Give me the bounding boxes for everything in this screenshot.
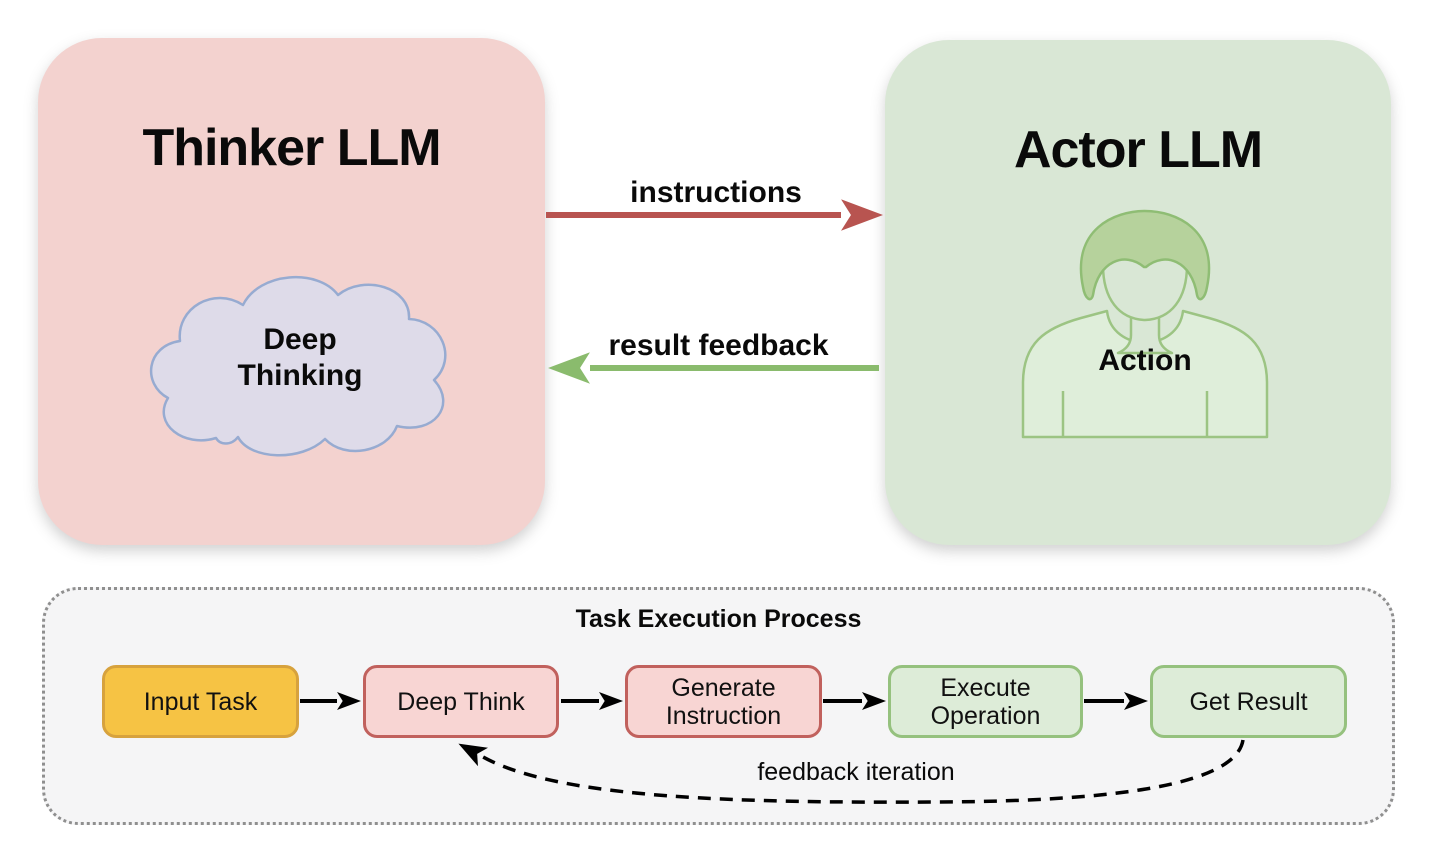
actor-llm-title: Actor LLM xyxy=(1013,121,1263,179)
deep-thinking-line1: Deep xyxy=(263,323,337,356)
feedback-iteration-label: feedback iteration xyxy=(757,758,955,786)
deep-thinking-label: Deep Thinking xyxy=(140,322,460,394)
action-label: Action xyxy=(1098,344,1192,377)
person-icon xyxy=(1021,209,1269,439)
instructions-arrow-label: instructions xyxy=(630,176,802,209)
person-arm-seams xyxy=(1061,391,1209,436)
thinker-llm-title: Thinker LLM xyxy=(142,119,441,177)
step-get-result: Get Result xyxy=(1150,665,1347,738)
step-deep-think: Deep Think xyxy=(363,665,559,738)
step-generate-instruction-label: Generate Instruction xyxy=(665,673,782,730)
actor-llm-box: Actor LLM Action xyxy=(885,40,1391,545)
thinker-llm-box: Thinker LLM Deep Thinking xyxy=(38,38,545,545)
task-execution-title: Task Execution Process xyxy=(575,605,862,633)
result-feedback-arrow-label: result feedback xyxy=(608,329,829,362)
person-hair-shape xyxy=(1079,209,1211,301)
step-execute-operation-label: Execute Operation xyxy=(930,673,1041,730)
thought-cloud-icon xyxy=(149,276,447,457)
step-execute-operation: Execute Operation xyxy=(888,665,1083,738)
deep-thinking-line2: Thinking xyxy=(237,359,363,392)
step-deep-think-label: Deep Think xyxy=(397,687,525,716)
step-input-task: Input Task xyxy=(102,665,299,738)
step-input-task-label: Input Task xyxy=(143,687,258,716)
step-generate-instruction: Generate Instruction xyxy=(625,665,822,738)
thought-cloud-shape xyxy=(149,276,447,457)
step-get-result-label: Get Result xyxy=(1189,687,1308,716)
